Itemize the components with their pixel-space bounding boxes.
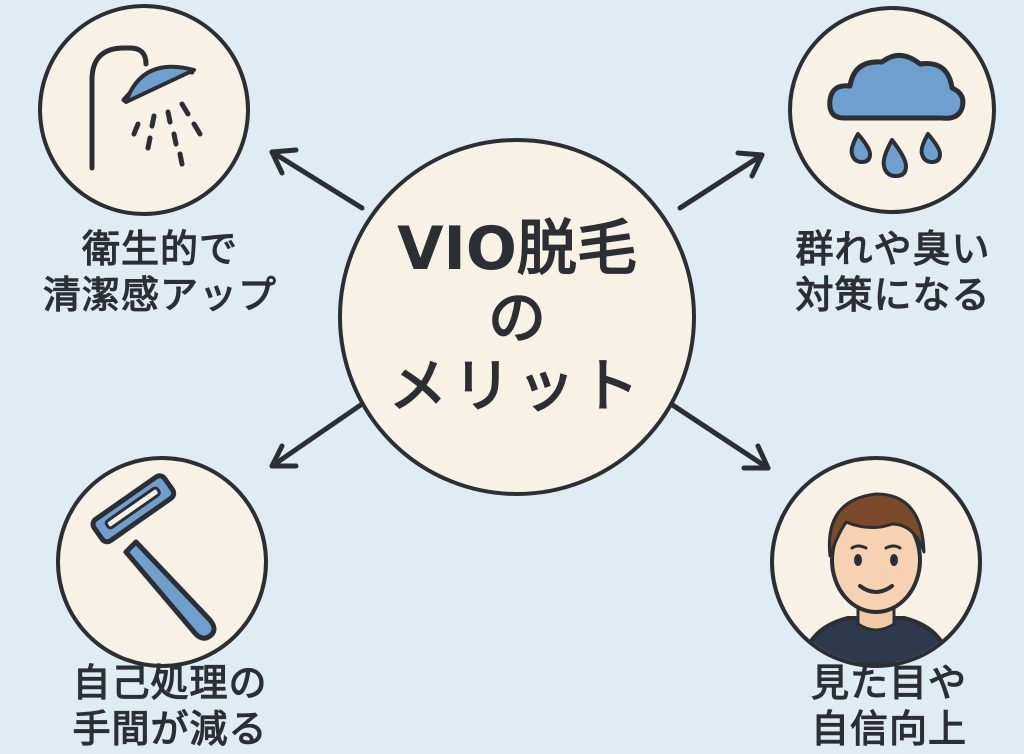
shaving-circle	[56, 456, 268, 668]
odor-label-line-1: 群れや臭い	[795, 227, 991, 271]
arrow-bottom-right	[665, 399, 771, 471]
confidence-label-line-1: 見た目や	[810, 661, 967, 705]
razor-icon	[90, 473, 217, 641]
arrow-top-right	[677, 150, 765, 211]
title-line-3: メリット	[388, 352, 645, 420]
hygiene-circle	[38, 4, 250, 216]
title-line-1: VIO脱毛	[397, 214, 637, 284]
hygiene-label: 衛生的で 清潔感アップ	[40, 226, 280, 318]
smiling-man-icon	[799, 492, 953, 664]
center-circle: VIO脱毛 の メリット	[338, 138, 696, 496]
shaving-label-line-1: 自己処理の	[72, 661, 268, 705]
confidence-label: 見た目や 自信向上	[776, 660, 1002, 752]
odor-label-line-2: 対策になる	[795, 273, 991, 317]
confidence-circle	[770, 456, 982, 668]
title-line-2: の	[487, 284, 546, 352]
hygiene-label-line-2: 清潔感アップ	[42, 273, 277, 317]
arrow-top-left	[269, 147, 365, 211]
rain-cloud-icon	[827, 53, 966, 178]
shaving-label: 自己処理の 手間が減る	[40, 660, 300, 752]
shaving-label-line-2: 手間が減る	[72, 707, 268, 751]
hygiene-label-line-1: 衛生的で	[81, 227, 238, 271]
odor-circle	[788, 6, 996, 214]
arrow-bottom-left	[269, 399, 368, 469]
confidence-label-line-2: 自信向上	[810, 707, 967, 751]
shower-icon	[89, 45, 203, 171]
odor-label: 群れや臭い 対策になる	[770, 226, 1016, 318]
